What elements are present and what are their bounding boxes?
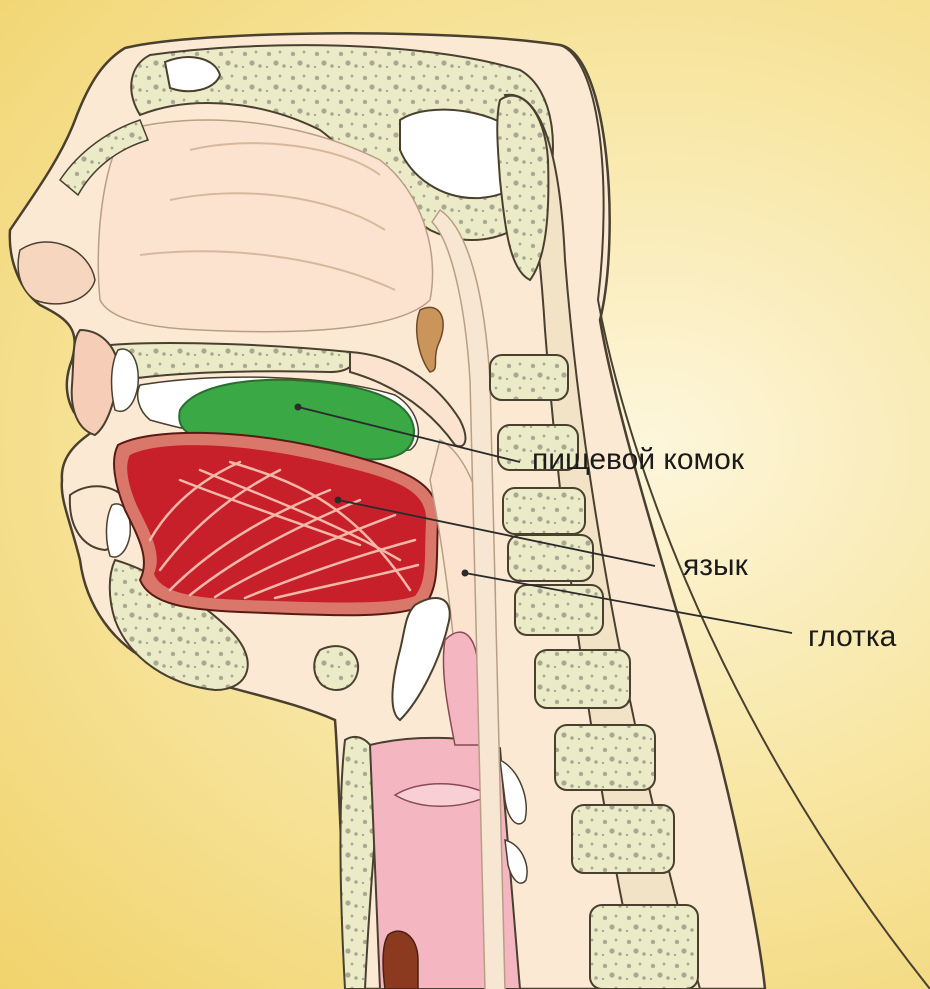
vertebra-c2 bbox=[490, 355, 568, 400]
vertebra-c6 bbox=[515, 585, 603, 635]
vertebra-t3 bbox=[590, 905, 698, 989]
label-pharynx: глотка bbox=[808, 620, 896, 654]
vertebra-c4 bbox=[503, 488, 585, 534]
leader-dot-bolus bbox=[295, 404, 302, 411]
frontal-sinus bbox=[165, 57, 220, 91]
vertebra-c7 bbox=[535, 650, 630, 708]
vertebra-t1 bbox=[555, 725, 655, 790]
leader-dot-tongue bbox=[335, 497, 342, 504]
vertebra-t2 bbox=[572, 805, 674, 873]
label-tongue: язык bbox=[683, 549, 748, 583]
leader-dot-pharynx bbox=[462, 570, 469, 577]
label-bolus: пищевой комок bbox=[532, 443, 744, 477]
vertebra-c5 bbox=[508, 535, 593, 581]
hyoid-bone bbox=[314, 646, 358, 690]
thyroid-gland bbox=[383, 931, 418, 989]
